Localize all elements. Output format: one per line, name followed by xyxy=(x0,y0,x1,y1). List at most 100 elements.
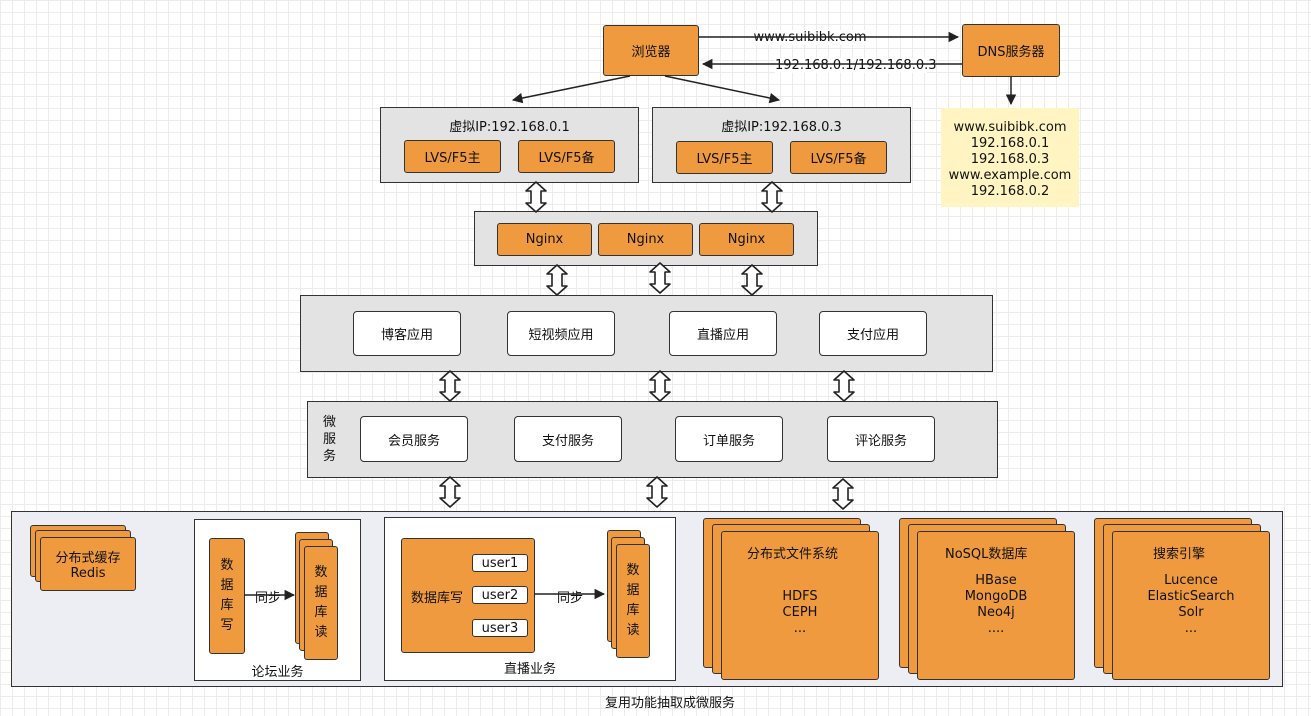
nosql-item: HBase xyxy=(975,573,1017,588)
nginx-node[interactable]: Nginx xyxy=(598,223,693,256)
distributed-filesystem-stack[interactable]: 分布式文件系统 HDFS CEPH ... xyxy=(703,518,881,680)
forum-business-title: 论坛业务 xyxy=(251,665,304,680)
app-label: 支付应用 xyxy=(846,328,899,343)
lvs-group-1: 虚拟IP:192.168.0.1 LVS/F5主 LVS/F5备 xyxy=(380,107,639,183)
nginx-label: Nginx xyxy=(525,232,564,247)
browser-to-lvs1-arrow xyxy=(511,75,631,104)
bidirectional-arrow xyxy=(646,476,668,508)
microservice-label: 微服务 xyxy=(323,415,337,464)
filesystem-item: CEPH xyxy=(782,605,818,620)
search-items: Lucence ElasticSearch Solr ... xyxy=(1113,573,1269,637)
nosql-item: MongoDB xyxy=(964,589,1028,604)
bidirectional-arrow xyxy=(439,370,461,402)
lvs-backup-label: LVS/F5备 xyxy=(538,151,595,166)
app-node-short-video[interactable]: 短视频应用 xyxy=(507,311,615,356)
forum-db-read-label: 数据库读 xyxy=(314,565,328,640)
search-item: Solr xyxy=(1178,605,1204,620)
user-node[interactable]: user2 xyxy=(472,586,528,604)
live-db-write-node[interactable]: 数据库写 user1 user2 user3 xyxy=(401,538,535,653)
nosql-title: NoSQL数据库 xyxy=(945,547,1028,562)
dns-note-line: www.suibibk.com xyxy=(953,120,1067,135)
service-label: 支付服务 xyxy=(541,433,594,449)
forum-db-read-stack[interactable]: 数据库读 xyxy=(295,532,339,662)
lvs-group-2: 虚拟IP:192.168.0.3 LVS/F5主 LVS/F5备 xyxy=(652,107,911,183)
service-node-order[interactable]: 订单服务 xyxy=(675,416,783,462)
bidirectional-arrow xyxy=(649,370,671,402)
distributed-cache-stack[interactable]: 分布式缓存 Redis xyxy=(30,525,138,593)
user-label: user2 xyxy=(481,587,519,603)
lvs-primary-node[interactable]: LVS/F5主 xyxy=(404,140,501,173)
bidirectional-arrow xyxy=(649,262,671,294)
bidirectional-arrow xyxy=(761,181,783,213)
live-db-read-label: 数据库读 xyxy=(626,563,640,638)
live-business-box: 数据库写 user1 user2 user3 同步 数据库读 直播业务 xyxy=(384,517,676,681)
browser-to-lvs2-arrow xyxy=(664,75,781,104)
search-item: Lucence xyxy=(1164,573,1218,588)
bidirectional-arrow xyxy=(525,181,547,213)
response-label: 192.168.0.1/192.168.0.3 xyxy=(775,58,937,73)
nosql-items: HBase MongoDB Neo4j .... xyxy=(918,573,1074,637)
nginx-label: Nginx xyxy=(626,232,665,247)
lvs-group-title: 虚拟IP:192.168.0.3 xyxy=(721,120,842,135)
bidirectional-arrow xyxy=(833,370,855,402)
forum-business-box: 数据库写 同步 数据库读 论坛业务 xyxy=(194,519,361,681)
search-title: 搜索引擎 xyxy=(1153,547,1206,562)
user-node[interactable]: user1 xyxy=(472,554,528,572)
app-node-blog[interactable]: 博客应用 xyxy=(353,311,461,356)
forum-db-write-label: 数据库写 xyxy=(220,558,234,633)
nginx-label: Nginx xyxy=(727,232,766,247)
service-node-member[interactable]: 会员服务 xyxy=(360,416,468,462)
dns-note-line: 192.168.0.3 xyxy=(970,152,1050,167)
service-label: 评论服务 xyxy=(854,433,907,449)
search-engine-stack[interactable]: 搜索引擎 Lucence ElasticSearch Solr ... xyxy=(1094,518,1272,680)
filesystem-item: ... xyxy=(793,621,807,636)
dns-note-line: 192.168.0.1 xyxy=(970,136,1050,151)
bidirectional-arrow xyxy=(439,476,461,508)
app-label: 直播应用 xyxy=(696,328,749,343)
lvs-primary-node[interactable]: LVS/F5主 xyxy=(676,141,773,174)
app-node-live[interactable]: 直播应用 xyxy=(669,311,777,356)
bidirectional-arrow xyxy=(832,478,854,510)
dns-note-line: www.example.com xyxy=(948,168,1072,183)
bidirectional-arrow xyxy=(546,264,568,296)
service-node-payment[interactable]: 支付服务 xyxy=(514,416,622,462)
lvs-backup-label: LVS/F5备 xyxy=(810,152,867,167)
browser-node[interactable]: 浏览器 xyxy=(603,25,699,76)
filesystem-items: HDFS CEPH ... xyxy=(722,589,878,637)
user-label: user1 xyxy=(481,555,519,571)
lvs-primary-label: LVS/F5主 xyxy=(424,151,481,166)
forum-db-write-node[interactable]: 数据库写 xyxy=(209,538,245,654)
user-label: user3 xyxy=(481,620,519,636)
lvs-backup-node[interactable]: LVS/F5备 xyxy=(790,141,887,174)
service-label: 订单服务 xyxy=(702,433,755,449)
service-label: 会员服务 xyxy=(387,433,440,449)
bidirectional-arrow xyxy=(741,264,763,296)
nginx-node[interactable]: Nginx xyxy=(699,223,794,256)
dns-server-label: DNS服务器 xyxy=(977,45,1045,60)
application-layer: 博客应用 短视频应用 直播应用 支付应用 xyxy=(300,295,993,372)
lvs-group-title: 虚拟IP:192.168.0.1 xyxy=(449,120,570,135)
filesystem-title: 分布式文件系统 xyxy=(747,547,839,562)
app-node-payment[interactable]: 支付应用 xyxy=(819,311,927,356)
filesystem-item: HDFS xyxy=(782,589,818,604)
cache-tech: Redis xyxy=(70,566,106,581)
live-db-read-stack[interactable]: 数据库读 xyxy=(607,530,655,662)
nginx-group: Nginx Nginx Nginx xyxy=(474,211,818,266)
data-layer-caption: 复用功能抽取成微服务 xyxy=(604,696,735,711)
app-label: 博客应用 xyxy=(380,328,433,343)
live-business-title: 直播业务 xyxy=(503,662,556,677)
service-node-comment[interactable]: 评论服务 xyxy=(827,416,935,462)
dns-server-node[interactable]: DNS服务器 xyxy=(962,24,1060,77)
lvs-backup-node[interactable]: LVS/F5备 xyxy=(518,140,615,173)
nginx-node[interactable]: Nginx xyxy=(497,223,592,256)
search-item: ... xyxy=(1184,621,1198,636)
user-node[interactable]: user3 xyxy=(472,619,528,637)
lvs-primary-label: LVS/F5主 xyxy=(696,152,753,167)
dns-note-line: 192.168.0.2 xyxy=(970,184,1050,199)
nosql-database-stack[interactable]: NoSQL数据库 HBase MongoDB Neo4j .... xyxy=(899,518,1077,680)
microservice-layer: 微服务 会员服务 支付服务 订单服务 评论服务 xyxy=(307,401,998,478)
nosql-item: .... xyxy=(987,621,1005,636)
search-item: ElasticSearch xyxy=(1147,589,1235,604)
live-db-write-label: 数据库写 xyxy=(411,591,464,606)
